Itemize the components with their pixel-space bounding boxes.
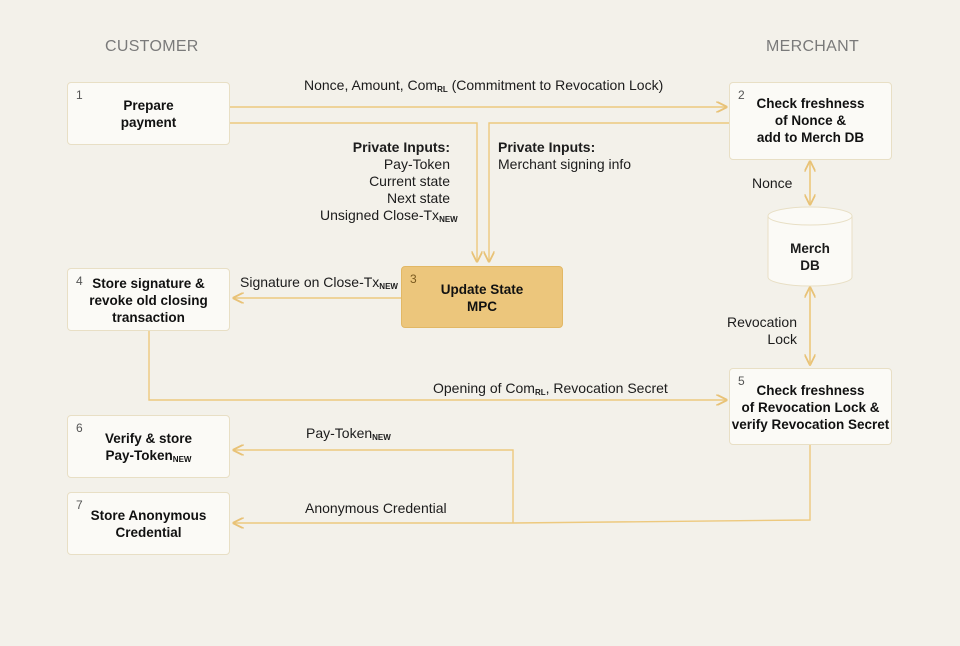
- label-revocation-lock: Revocation Lock: [726, 314, 797, 347]
- step-store-signature: 4 Store signature & revoke old closing t…: [67, 268, 230, 331]
- label-signature-close-tx: Signature on Close-TxNEW: [240, 274, 398, 291]
- step-update-state-mpc: 3 Update State MPC: [401, 266, 563, 328]
- step-check-revocation: 5 Check freshness of Revocation Lock & v…: [729, 368, 892, 445]
- label-opening-revocation-secret: Opening of ComRL, Revocation Secret: [433, 380, 668, 397]
- arrow-opening-to-merchant: [148, 331, 726, 400]
- step-store-credential: 7 Store Anonymous Credential: [67, 492, 230, 555]
- label-customer-private-inputs: Private Inputs: Pay-Token Current state …: [320, 139, 458, 224]
- arrow-credential-to-customer: [234, 445, 811, 523]
- step-prepare-payment: 1 Prepare payment: [67, 82, 230, 145]
- merch-db-cylinder: [767, 206, 853, 287]
- step-number: 7: [76, 498, 83, 512]
- label-merchant-private-inputs: Private Inputs: Merchant signing info: [498, 139, 632, 172]
- label-nonce-amount-commitment: Nonce, Amount, ComRL (Commitment to Revo…: [304, 77, 664, 94]
- merchant-column-header: MERCHANT: [766, 38, 860, 55]
- label-paytoken: Pay-TokenNEW: [306, 425, 391, 442]
- step-number: 4: [76, 274, 83, 288]
- step-number: 5: [738, 374, 745, 388]
- step-number: 3: [410, 272, 417, 286]
- step-check-nonce: 2 Check freshness of Nonce & add to Merc…: [729, 82, 892, 160]
- arrow-paytoken-to-customer: [234, 450, 514, 523]
- step-verify-paytoken: 6 Verify & store Pay-TokenNEW: [67, 415, 230, 478]
- step-number: 2: [738, 88, 745, 102]
- label-anonymous-credential: Anonymous Credential: [305, 500, 447, 516]
- step-number: 1: [76, 88, 83, 102]
- arrow-merchant-to-mpc: [489, 122, 729, 261]
- label-nonce: Nonce: [752, 175, 793, 191]
- customer-column-header: CUSTOMER: [105, 38, 199, 55]
- arrow-prepare-to-mpc: [230, 122, 477, 261]
- step-number: 6: [76, 421, 83, 435]
